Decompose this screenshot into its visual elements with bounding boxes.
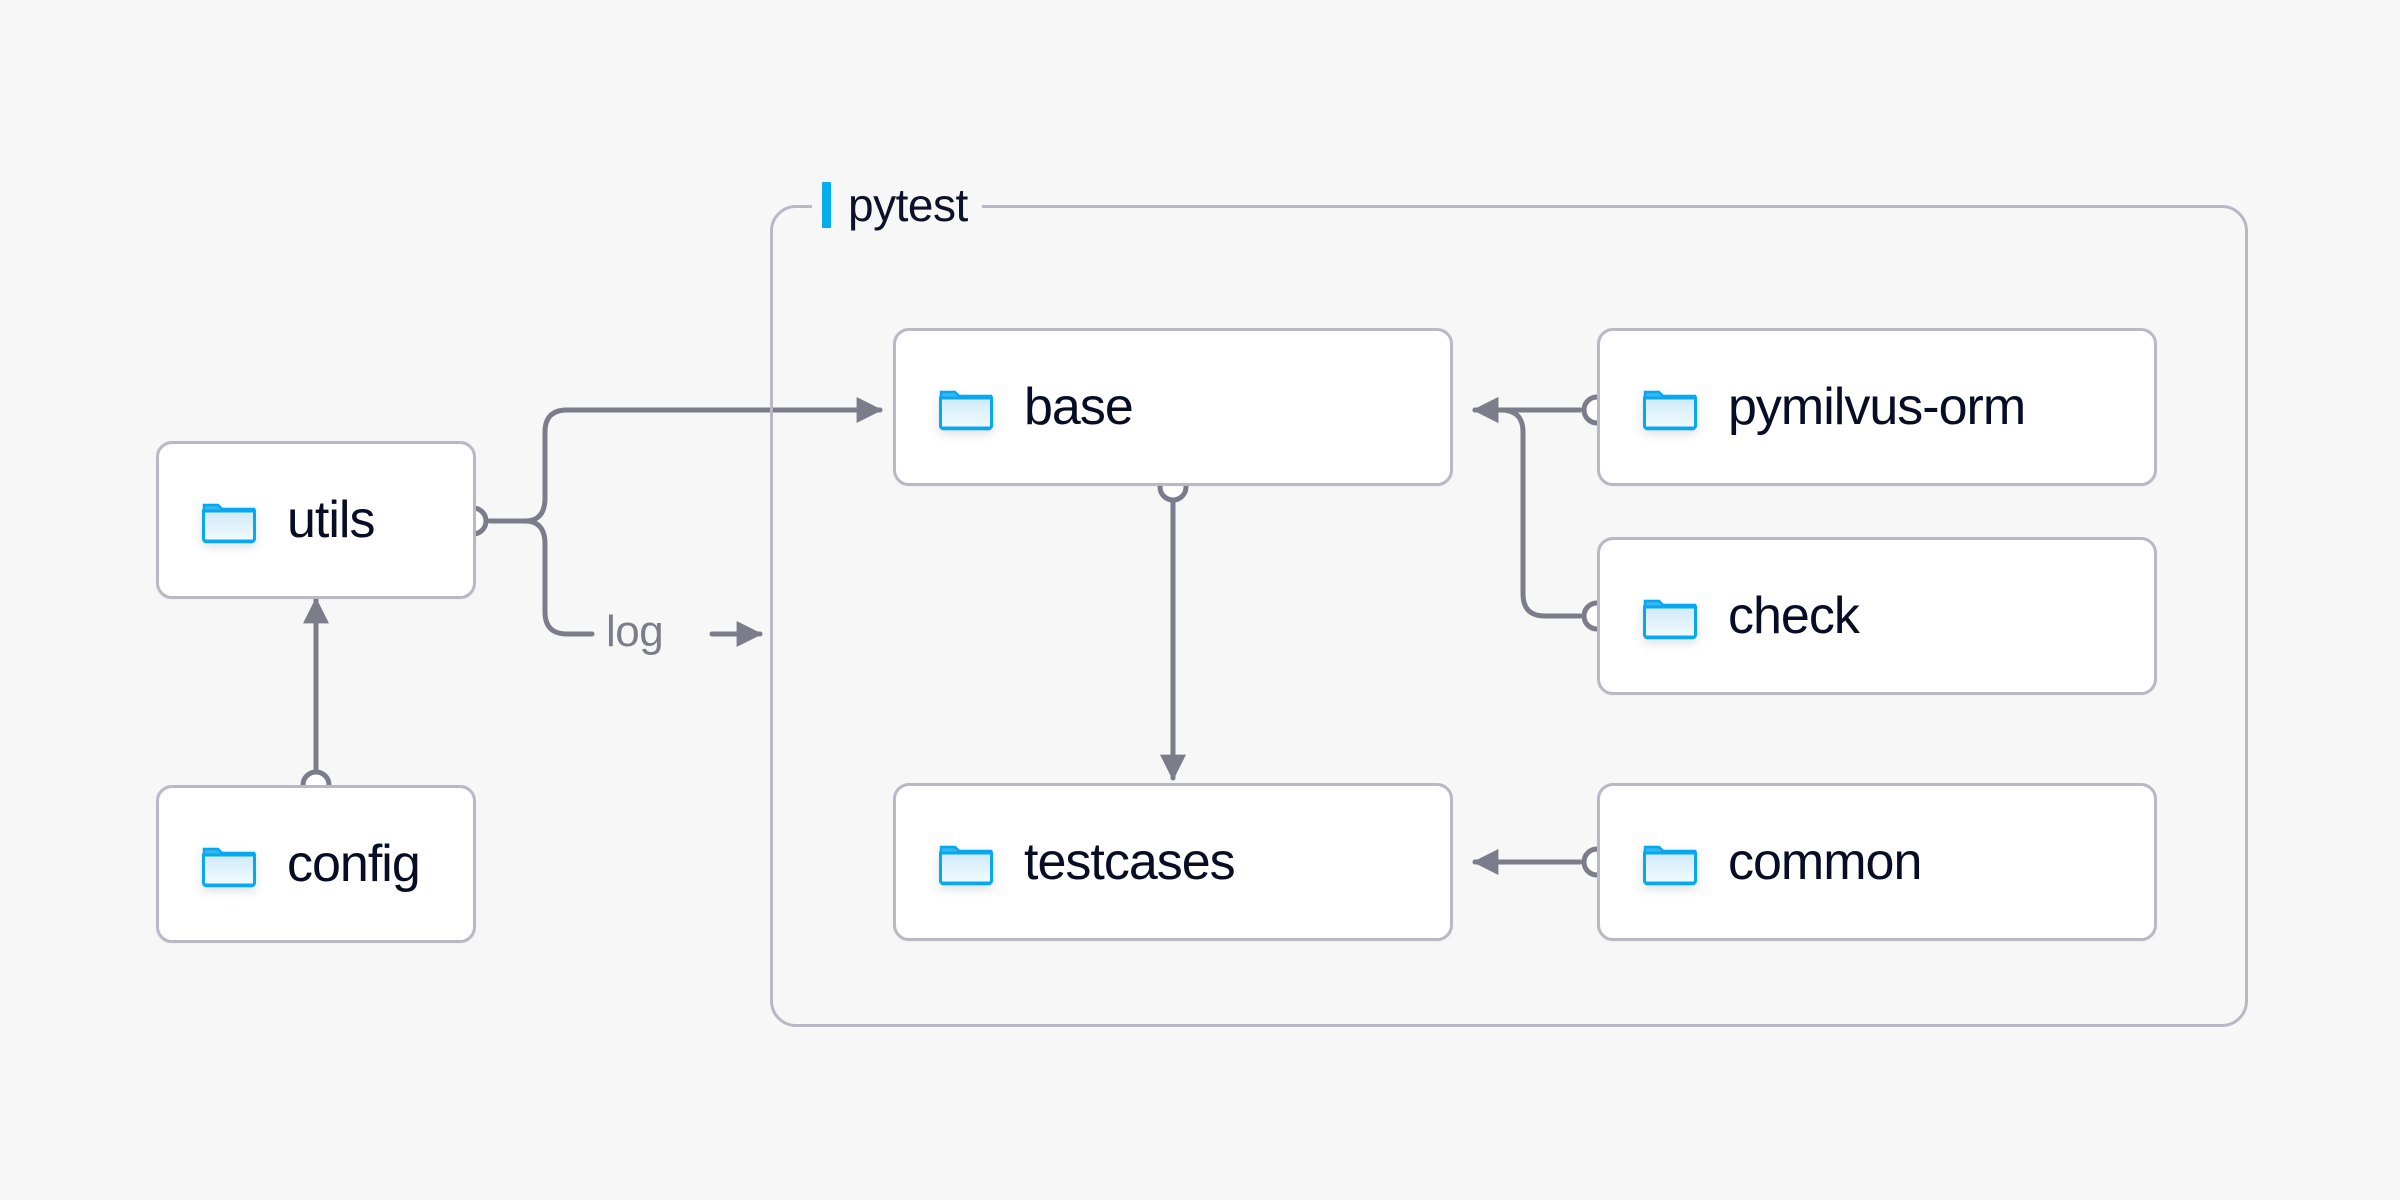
node-check-label: check	[1728, 587, 1860, 645]
node-config-label: config	[287, 835, 421, 893]
node-base[interactable]: base	[893, 328, 1453, 486]
folder-icon	[938, 838, 994, 886]
node-base-label: base	[1024, 378, 1134, 436]
group-pytest-label: pytest	[812, 178, 982, 232]
node-utils-label: utils	[287, 491, 375, 549]
folder-icon	[201, 840, 257, 888]
folder-icon	[201, 496, 257, 544]
group-pytest[interactable]	[770, 205, 2248, 1027]
node-utils[interactable]: utils	[156, 441, 476, 599]
edge-label-log: log	[600, 610, 670, 654]
group-pytest-title: pytest	[848, 179, 968, 231]
node-pymilvus-orm-label: pymilvus-orm	[1728, 378, 2026, 436]
folder-icon	[938, 383, 994, 431]
node-testcases[interactable]: testcases	[893, 783, 1453, 941]
folder-icon	[1642, 838, 1698, 886]
edge-utils-to-pytest-log-left	[522, 518, 595, 637]
folder-icon	[1642, 383, 1698, 431]
node-testcases-label: testcases	[1024, 833, 1236, 891]
accent-bar-icon	[822, 182, 831, 228]
node-check[interactable]: check	[1597, 537, 2157, 695]
folder-icon	[1642, 592, 1698, 640]
node-pymilvus-orm[interactable]: pymilvus-orm	[1597, 328, 2157, 486]
node-common[interactable]: common	[1597, 783, 2157, 941]
node-common-label: common	[1728, 833, 1922, 891]
node-config[interactable]: config	[156, 785, 476, 943]
